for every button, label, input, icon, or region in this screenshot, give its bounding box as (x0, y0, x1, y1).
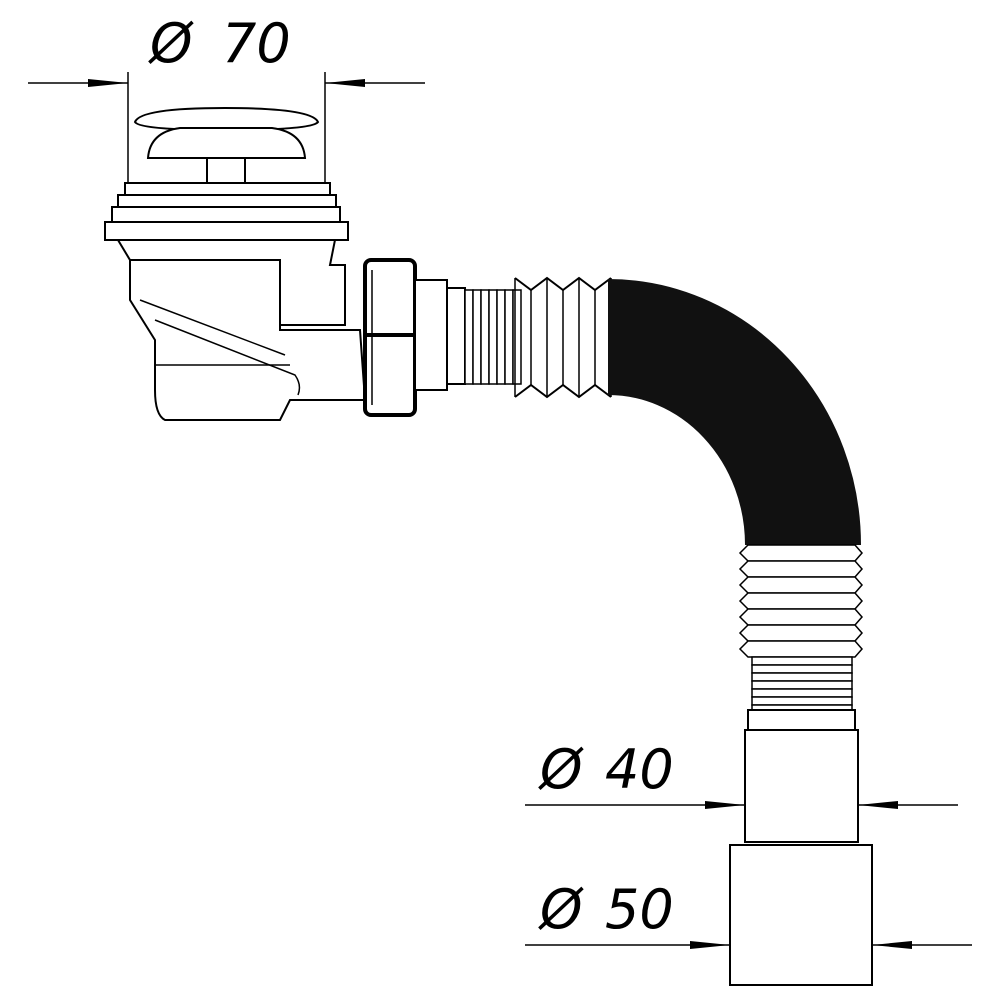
dimension-value-40: 40 (605, 738, 674, 801)
hose-ridge-top (514, 276, 612, 292)
drain-cap (133, 106, 320, 132)
connector (414, 279, 448, 391)
flange-ring-2 (111, 206, 341, 223)
hose-rib (751, 664, 853, 674)
drain-cap-dome (146, 127, 307, 159)
hose-rib (751, 688, 853, 698)
hose-ridge (738, 624, 863, 642)
hose-rib (464, 289, 474, 385)
outlet-pipe-50 (729, 844, 873, 986)
dimension-value-70: 70 (222, 12, 291, 75)
flange-ring (117, 194, 337, 208)
drain-flange (124, 182, 331, 196)
outlet-pipe-40 (744, 729, 859, 843)
hose-ridge (738, 544, 863, 562)
diameter-symbol: Ø (538, 738, 584, 801)
dimension-40: Ø 40 (525, 738, 958, 809)
hose-rib (496, 289, 506, 385)
hose-ridge (738, 592, 863, 610)
drain-stem (206, 157, 246, 185)
hose-rib (751, 680, 853, 690)
body-detail-line (154, 319, 301, 396)
flexible-hose-elbow (606, 279, 861, 547)
hose-ridge (738, 608, 863, 626)
hose-rib (751, 656, 853, 666)
hose-rib (504, 289, 514, 385)
body-rim (104, 221, 349, 241)
hose-ridge-bottom (514, 383, 612, 399)
connector-ring (446, 287, 466, 385)
hose-rib (472, 289, 482, 385)
hose-rib (751, 672, 853, 682)
hose-rib (488, 289, 498, 385)
outlet-collar (747, 709, 856, 731)
dimension-50: Ø 50 (525, 878, 972, 949)
corrugated-hose-horizontal (464, 276, 612, 399)
corrugated-hose-vertical (738, 544, 863, 714)
hose-ridge (738, 640, 863, 658)
hose-rib (512, 289, 522, 385)
diameter-symbol: Ø (538, 878, 584, 941)
diameter-symbol: Ø (148, 12, 194, 75)
hose-ridge (738, 560, 863, 578)
hose-rib (480, 289, 490, 385)
hose-rib (751, 696, 853, 706)
drain-trap (104, 106, 367, 421)
dimension-70: Ø 70 (28, 12, 425, 188)
dimension-value-50: 50 (605, 878, 674, 941)
body-detail-line-2 (139, 299, 286, 356)
hose-ridge (738, 576, 863, 594)
union-nut (363, 258, 466, 417)
